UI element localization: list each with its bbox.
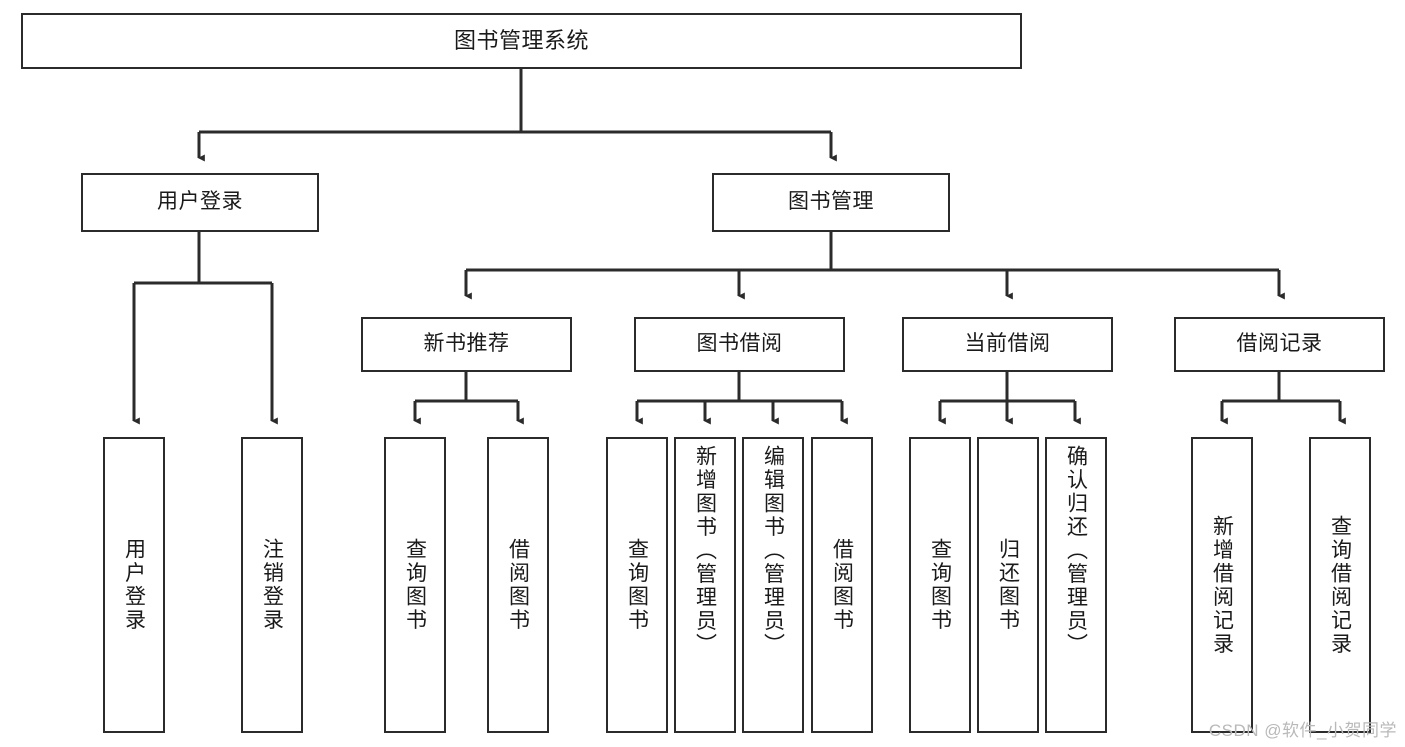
node-label: 注销登录 bbox=[260, 538, 284, 632]
node-leaf-borrow-book-1[interactable]: 借阅图书 bbox=[487, 437, 549, 733]
node-book-borrow[interactable]: 图书借阅 bbox=[634, 317, 845, 372]
node-leaf-add-book[interactable]: 新增图书（管理员） bbox=[674, 437, 736, 733]
node-label: 用户登录 bbox=[122, 538, 146, 632]
node-book-management[interactable]: 图书管理 bbox=[712, 173, 950, 232]
node-leaf-return-book[interactable]: 归还图书 bbox=[977, 437, 1039, 733]
node-label: 查询图书 bbox=[403, 538, 427, 632]
node-label: 新增借阅记录 bbox=[1210, 514, 1234, 656]
node-label: 确认归还（管理员） bbox=[1064, 445, 1088, 657]
node-label: 查询图书 bbox=[625, 538, 649, 632]
node-leaf-edit-book[interactable]: 编辑图书（管理员） bbox=[742, 437, 804, 733]
node-label: 借阅图书 bbox=[506, 538, 530, 632]
node-label: 新书推荐 bbox=[423, 332, 510, 356]
node-label: 借阅图书 bbox=[830, 538, 854, 632]
node-leaf-query-book-2[interactable]: 查询图书 bbox=[606, 437, 668, 733]
node-user-login[interactable]: 用户登录 bbox=[81, 173, 319, 232]
node-leaf-query-record[interactable]: 查询借阅记录 bbox=[1309, 437, 1371, 733]
node-leaf-confirm-return[interactable]: 确认归还（管理员） bbox=[1045, 437, 1107, 733]
node-leaf-add-record[interactable]: 新增借阅记录 bbox=[1191, 437, 1253, 733]
node-label: 借阅记录 bbox=[1236, 332, 1323, 356]
node-current-borrow[interactable]: 当前借阅 bbox=[902, 317, 1113, 372]
node-label: 查询图书 bbox=[928, 538, 952, 632]
node-leaf-user-login[interactable]: 用户登录 bbox=[103, 437, 165, 733]
node-label: 图书管理系统 bbox=[453, 28, 589, 54]
node-leaf-logout-login[interactable]: 注销登录 bbox=[241, 437, 303, 733]
node-leaf-query-book-3[interactable]: 查询图书 bbox=[909, 437, 971, 733]
node-label: 查询借阅记录 bbox=[1328, 514, 1352, 656]
node-label: 用户登录 bbox=[157, 190, 243, 214]
node-leaf-borrow-book-2[interactable]: 借阅图书 bbox=[811, 437, 873, 733]
node-label: 编辑图书（管理员） bbox=[761, 445, 785, 657]
node-root-book-management-system[interactable]: 图书管理系统 bbox=[21, 13, 1022, 69]
node-label: 图书管理 bbox=[788, 190, 874, 214]
csdn-watermark: CSDN @软件_小贺同学 bbox=[1208, 721, 1397, 740]
node-label: 当前借阅 bbox=[964, 332, 1051, 356]
node-new-book-recommend[interactable]: 新书推荐 bbox=[361, 317, 572, 372]
node-label: 归还图书 bbox=[996, 538, 1020, 632]
node-leaf-query-book-1[interactable]: 查询图书 bbox=[384, 437, 446, 733]
node-borrow-record[interactable]: 借阅记录 bbox=[1174, 317, 1385, 372]
node-label: 图书借阅 bbox=[696, 332, 783, 356]
node-label: 新增图书（管理员） bbox=[693, 445, 717, 657]
